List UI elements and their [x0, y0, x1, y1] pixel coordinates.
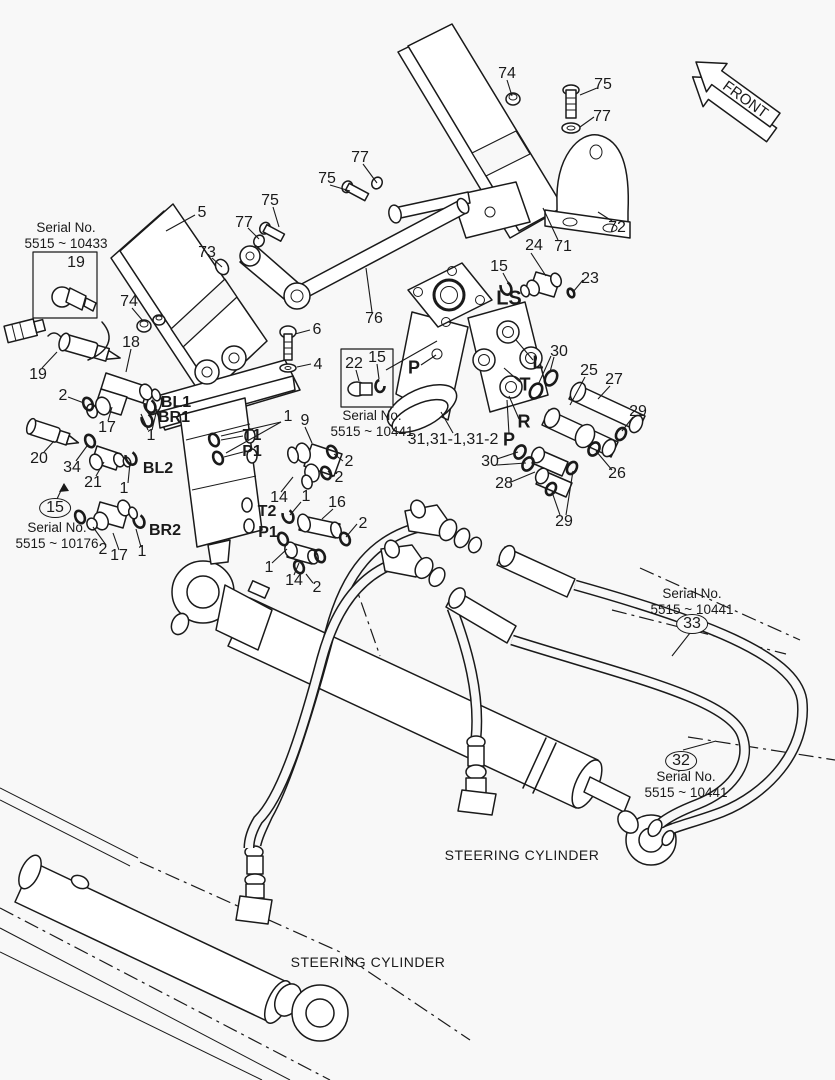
rear-steering-cylinder [170, 560, 677, 866]
pedal-linkage [214, 197, 470, 373]
fasteners-top [136, 84, 581, 333]
frame-lines [0, 567, 835, 1080]
hose-adapters [530, 381, 646, 498]
detail-box-serial-10441 [340, 348, 394, 408]
valve-manifold [179, 397, 263, 565]
front-arrow: FRONT [691, 61, 781, 143]
o-rings [73, 280, 628, 575]
pressure-switch-19 [3, 318, 121, 362]
leader-lines [41, 79, 717, 751]
fitting-16 [297, 513, 343, 539]
bracket-72 [544, 134, 631, 239]
detail-box-serial-10433 [32, 251, 110, 361]
right-pedal [388, 23, 564, 239]
steering-unit [386, 262, 549, 434]
fitting-21 [88, 445, 132, 471]
tee-fitting-rear-cylinder [457, 735, 497, 816]
pressure-switch-20 [25, 417, 80, 446]
fitting-24-ls [519, 271, 563, 298]
fitting-17-lower [86, 499, 139, 531]
fitting-18-17-upper [85, 372, 162, 419]
hose-elbows-middle [380, 499, 576, 644]
fitting-9-elbow [286, 442, 343, 490]
left-pedal [110, 203, 268, 400]
front-steering-cylinder [14, 845, 349, 1042]
hose-end-fittings [647, 818, 675, 847]
